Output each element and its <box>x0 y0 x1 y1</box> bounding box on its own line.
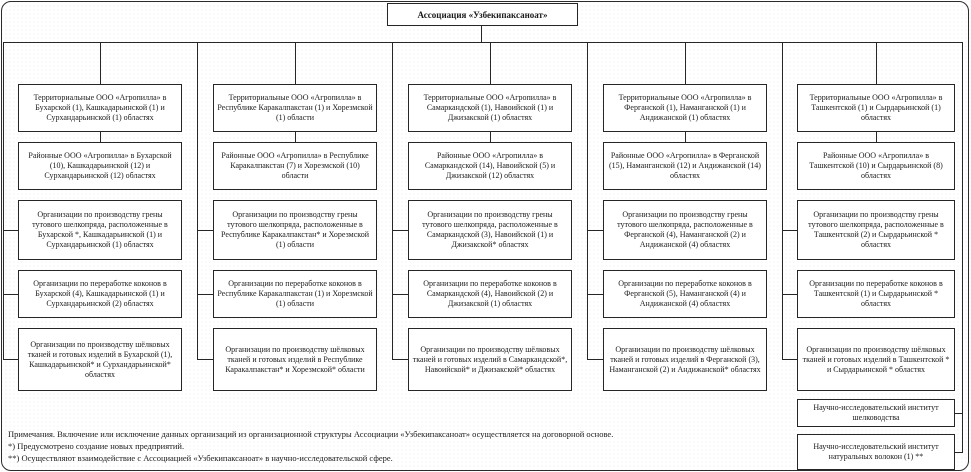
footnote-asterisk: *) Предусмотрено создание новых предприя… <box>8 441 185 451</box>
connector-line <box>3 359 18 360</box>
connector-line <box>197 359 213 360</box>
connector-line <box>685 42 686 84</box>
connector-line <box>100 42 101 84</box>
footnote-double-asterisk: **) Осуществляют взаимодействие с Ассоци… <box>8 453 393 463</box>
connector-line <box>587 359 603 360</box>
connector-line <box>3 42 4 360</box>
org-box-c4-cocoon: Организации по переработке коконов в Фер… <box>603 270 767 318</box>
connector-line <box>3 294 18 295</box>
org-box-institute-natural-fibers: Научно-исследовательский институт натура… <box>797 434 955 470</box>
org-box-c2-district: Районные ООО «Агропилла» в Республике Ка… <box>213 142 377 190</box>
org-box-c1-district: Районные ООО «Агропилла» в Бухарской (10… <box>18 142 182 190</box>
org-box-c3-silk: Организации по производству шёлковых тка… <box>408 328 572 391</box>
org-box-c1-grena: Организации по производству грены тутово… <box>18 200 182 260</box>
connector-line <box>197 42 198 360</box>
connector-line <box>955 413 962 414</box>
org-box-c3-cocoon: Организации по переработке коконов в Сам… <box>408 270 572 318</box>
footnotes: Примечания. Включение или исключение дан… <box>8 428 613 464</box>
connector-line <box>490 42 491 84</box>
connector-line <box>481 26 482 42</box>
connector-line <box>392 230 408 231</box>
org-box-c2-cocoon: Организации по переработке коконов в Рес… <box>213 270 377 318</box>
connector-line <box>392 294 408 295</box>
org-box-c1-silk: Организации по производству шёлковых тка… <box>18 328 182 391</box>
org-box-c5-cocoon: Организации по переработке коконов в Таш… <box>797 270 955 318</box>
org-box-c5-grena: Организации по производству грены тутово… <box>797 200 955 260</box>
org-box-c3-territorial: Территориальные ООО «Агропилла» в Самарк… <box>408 84 572 132</box>
root-box-association: Ассоциация «Узбекипаксаноат» <box>387 3 578 26</box>
connector-line <box>392 42 393 360</box>
connector-line <box>955 452 962 453</box>
connector-line <box>587 294 603 295</box>
connector-line <box>685 132 686 142</box>
org-box-c3-district: Районные ООО «Агропилла» в Самаркандской… <box>408 142 572 190</box>
org-box-c2-grena: Организации по производству грены тутово… <box>213 200 377 260</box>
org-box-c1-territorial: Территориальные ООО «Агропилла» в Бухарс… <box>18 84 182 132</box>
connector-line <box>782 230 797 231</box>
connector-line <box>876 132 877 142</box>
connector-line <box>490 132 491 142</box>
org-box-c4-territorial: Территориальные ООО «Агропилла» в Ферган… <box>603 84 767 132</box>
connector-line <box>782 42 783 360</box>
org-box-c4-grena: Организации по производству грены тутово… <box>603 200 767 260</box>
connector-line <box>587 230 603 231</box>
org-box-c5-silk: Организации по производству шёлковых тка… <box>797 328 955 391</box>
connector-line <box>295 132 296 142</box>
org-box-c2-silk: Организации по производству шёлковых тка… <box>213 328 377 391</box>
footnote-main: Примечания. Включение или исключение дан… <box>8 429 614 439</box>
org-box-c3-grena: Организации по производству грены тутово… <box>408 200 572 260</box>
org-box-c4-silk: Организации по производству шёлковых тка… <box>603 328 767 391</box>
org-box-c5-district: Районные ООО «Агропилла» в Ташкентской (… <box>797 142 955 190</box>
connector-line <box>962 42 963 453</box>
org-box-institute-sericulture: Научно-исследовательский институт шелков… <box>797 399 955 427</box>
connector-line <box>782 359 797 360</box>
connector-line <box>100 132 101 142</box>
connector-line <box>587 42 588 360</box>
connector-line <box>197 294 213 295</box>
connector-line <box>3 230 18 231</box>
connector-line <box>197 230 213 231</box>
org-box-c5-territorial: Территориальные ООО «Агропилла» в Ташкен… <box>797 84 955 132</box>
org-box-c4-district: Районные ООО «Агропилла» в Ферганской (1… <box>603 142 767 190</box>
connector-line <box>782 294 797 295</box>
org-box-c1-cocoon: Организации по переработке коконов в Бух… <box>18 270 182 318</box>
connector-line <box>3 42 963 43</box>
org-box-c2-territorial: Территориальные ООО «Агропилла» в Респуб… <box>213 84 377 132</box>
connector-line <box>392 359 408 360</box>
connector-line <box>876 42 877 84</box>
connector-line <box>295 42 296 84</box>
